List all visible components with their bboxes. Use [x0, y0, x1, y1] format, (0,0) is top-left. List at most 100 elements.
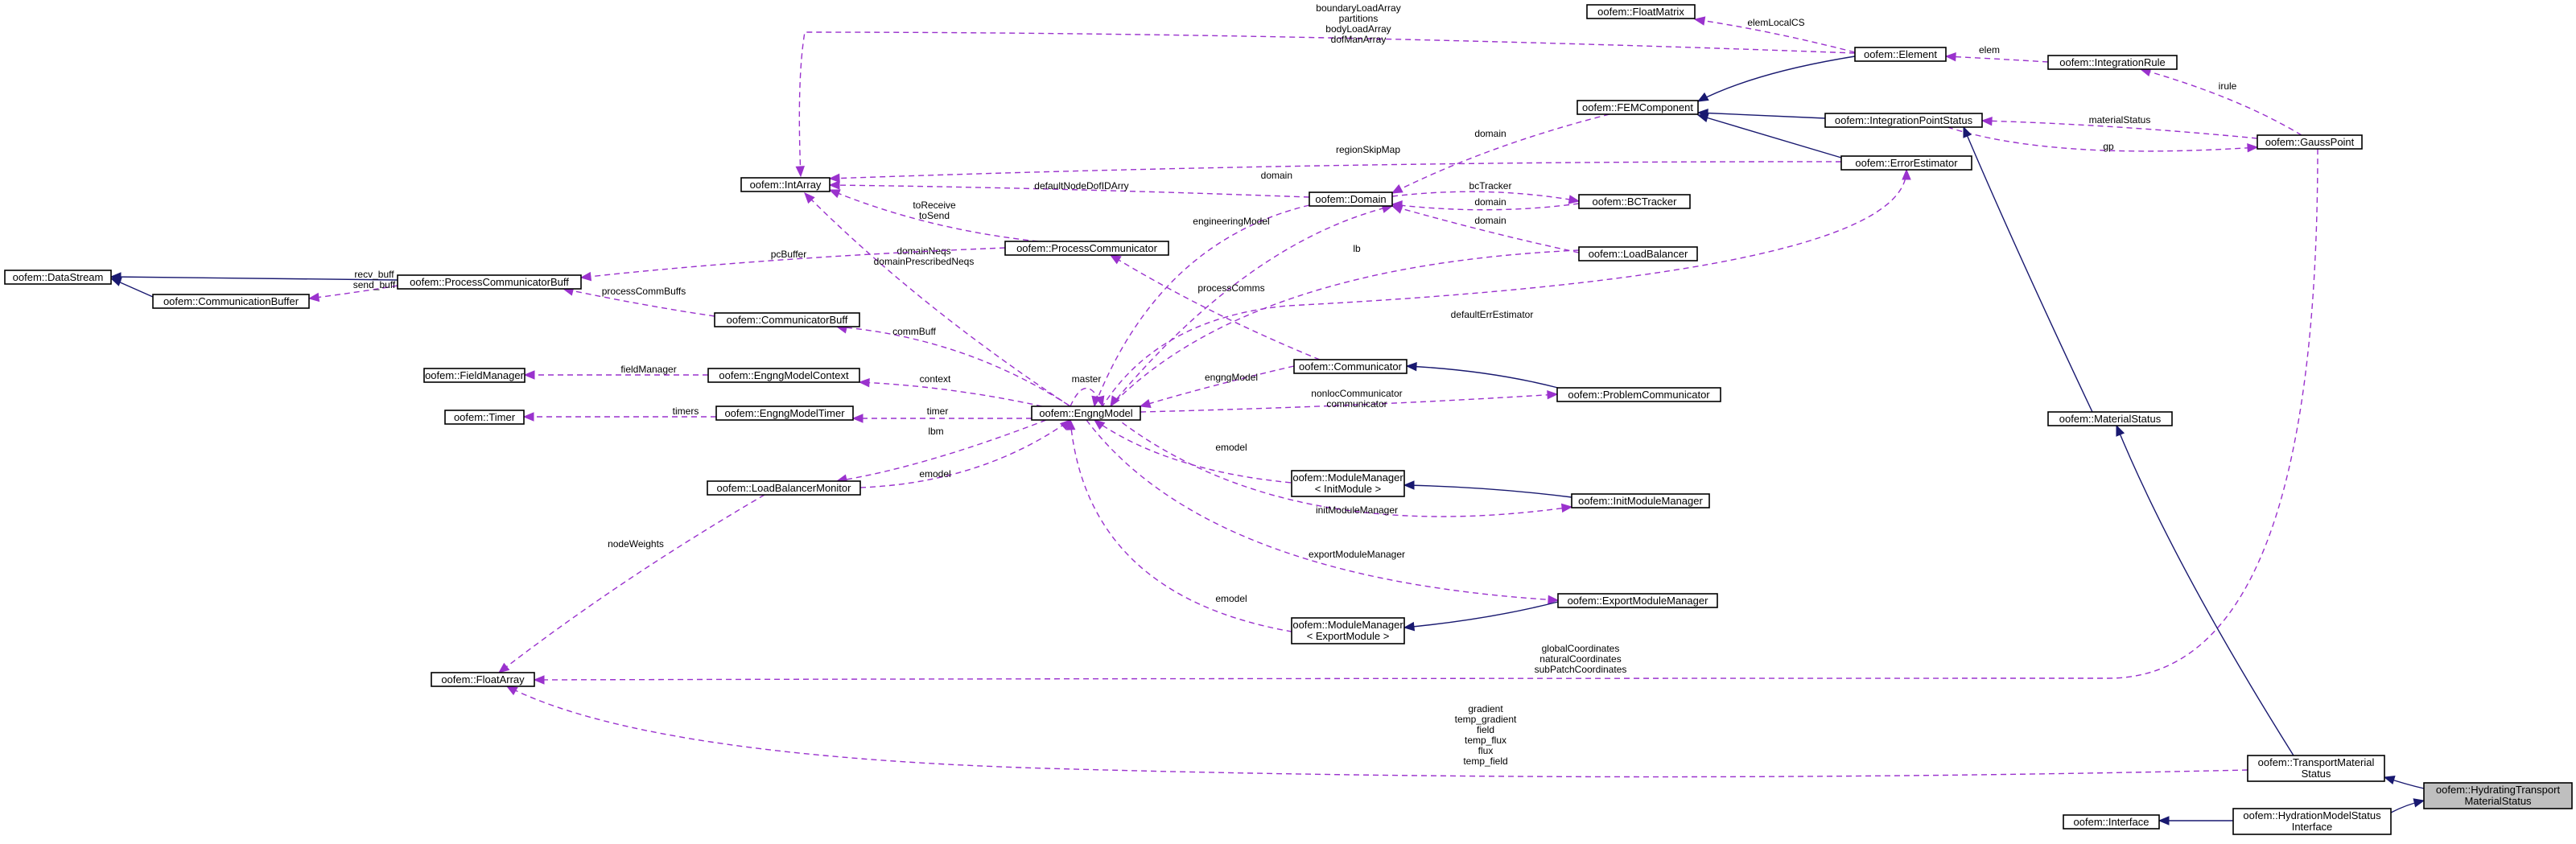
class-name: oofem::TransportMaterial: [2258, 756, 2375, 768]
class-name: MaterialStatus: [2464, 795, 2532, 807]
inheritance-arrowhead: [1696, 113, 1709, 123]
class-node-lbmonitor[interactable]: oofem::LoadBalancerMonitor: [707, 480, 861, 496]
class-box: [1840, 155, 1972, 171]
usage-line: [1110, 205, 1393, 407]
edge-mmi-imm: [1403, 480, 1572, 498]
class-node-intarray[interactable]: oofem::IntArray: [740, 177, 831, 192]
usage-arrowhead: [851, 414, 863, 423]
edge-cbuff-em: commBuff: [835, 324, 1071, 407]
edge-label: toReceive: [913, 200, 956, 211]
class-node-mm_export[interactable]: oofem::ModuleManager< ExportModule >: [1291, 617, 1405, 644]
class-node-procomm[interactable]: oofem::ProcessCommunicator: [1004, 241, 1169, 256]
edge-bct-dom: bcTracker: [1391, 180, 1581, 204]
class-name: oofem::LoadBalancer: [1589, 248, 1688, 260]
class-node-engngtimer[interactable]: oofem::EngngModelTimer: [715, 406, 854, 421]
usage-arrowhead: [523, 370, 535, 380]
class-box: [2063, 814, 2160, 830]
class-node-exportmm[interactable]: oofem::ExportModuleManager: [1557, 593, 1718, 608]
class-name: oofem::Element: [1864, 48, 1937, 60]
usage-arrowhead: [1093, 419, 1106, 430]
class-node-engngctx[interactable]: oofem::EngngModelContext: [707, 368, 860, 383]
class-node-domain[interactable]: oofem::Domain: [1309, 191, 1393, 207]
edge-label: regionSkipMap: [1336, 144, 1400, 155]
class-box: [1293, 359, 1408, 374]
edge-tms-fa: gradienttemp_gradientfieldtemp_fluxfluxt…: [505, 685, 2248, 778]
class-node-pcbuff[interactable]: oofem::ProcessCommunicatorBuff: [397, 274, 582, 290]
class-node-engngmodel[interactable]: oofem::EngngModel: [1031, 406, 1141, 421]
class-node-combuff[interactable]: oofem::CommunicatorBuff: [714, 312, 860, 327]
class-node-problemcomm[interactable]: oofem::ProblemCommunicator: [1556, 387, 1721, 402]
edge-cb-ds: [109, 278, 154, 298]
edge-label: master: [1072, 373, 1102, 385]
class-box: [1004, 241, 1169, 256]
class-node-datastream[interactable]: oofem::DataStream: [4, 270, 112, 285]
usage-arrowhead: [1902, 168, 1911, 180]
edge-fem-dom: domain: [1391, 113, 1610, 194]
edge-dom-bct: domain: [1391, 196, 1580, 211]
edge-label: context: [920, 373, 951, 385]
class-name: oofem::HydrationModelStatus: [2243, 809, 2381, 821]
inheritance-arrowhead: [109, 272, 122, 282]
edge-label: temp_field: [1463, 755, 1507, 767]
usage-line: [1070, 419, 1292, 632]
edge-ips-gp: materialStatus: [1980, 114, 2258, 139]
usage-arrowhead: [307, 292, 320, 303]
usage-line: [798, 31, 1856, 177]
edge-mme-emm: [1403, 601, 1559, 632]
class-name: oofem::ModuleManager: [1292, 619, 1403, 631]
class-node-bctracker[interactable]: oofem::BCTracker: [1578, 194, 1691, 209]
edge-elem-ir: elem: [1944, 44, 2049, 63]
class-box: [2257, 134, 2363, 150]
usage-line: [836, 419, 1047, 482]
usage-arrowhead: [579, 271, 592, 282]
usage-line: [829, 189, 1039, 242]
usage-line: [1391, 113, 1610, 194]
class-box: [1557, 593, 1718, 608]
usage-arrowhead: [1547, 389, 1559, 400]
class-name: oofem::DataStream: [13, 271, 104, 283]
class-node-ipstatus[interactable]: oofem::IntegrationPointStatus: [1824, 113, 1983, 128]
class-node-timer[interactable]: oofem::Timer: [444, 410, 525, 425]
edge-label: subPatchCoordinates: [1535, 664, 1627, 675]
class-node-fieldmanager[interactable]: oofem::FieldManager: [423, 368, 526, 383]
class-node-commbuffer[interactable]: oofem::CommunicationBuffer: [152, 294, 310, 309]
edge-timer-et: timers: [522, 406, 716, 422]
class-name: oofem::ModuleManager: [1292, 471, 1403, 484]
class-node-intrule[interactable]: oofem::IntegrationRule: [2047, 55, 2178, 70]
inheritance-line: [2116, 425, 2294, 756]
class-name: oofem::FieldManager: [425, 369, 525, 381]
class-node-gausspoint[interactable]: oofem::GaussPoint: [2257, 134, 2363, 150]
class-node-element[interactable]: oofem::Element: [1854, 47, 1947, 62]
class-name: oofem::EngngModel: [1039, 407, 1132, 419]
class-node-initmm[interactable]: oofem::InitModuleManager: [1571, 493, 1710, 508]
class-node-femcomponent[interactable]: oofem::FEMComponent: [1577, 100, 1699, 115]
edge-hm-htms: [2390, 798, 2426, 813]
class-node-matstatus[interactable]: oofem::MaterialStatus: [2047, 411, 2173, 426]
edge-err-em: defaultErrEstimator: [1102, 168, 1911, 407]
edge-label: dofManArray: [1331, 34, 1387, 45]
usage-arrowhead: [1110, 395, 1120, 408]
class-node-interface[interactable]: oofem::Interface: [2063, 814, 2160, 830]
edge-tms-htms: [2383, 776, 2425, 789]
class-node-communicator[interactable]: oofem::Communicator: [1293, 359, 1408, 374]
class-name: oofem::Communicator: [1299, 360, 1403, 373]
class-box: [714, 312, 860, 327]
class-name: oofem::ProcessCommunicator: [1016, 242, 1158, 254]
usage-line: [1140, 393, 1558, 413]
edge-ir-gp: irule: [2139, 68, 2302, 136]
edge-label: defaultNodeDofIDArry: [1034, 180, 1128, 191]
class-node-errest[interactable]: oofem::ErrorEstimator: [1840, 155, 1972, 171]
edge-label: lb: [1353, 243, 1361, 254]
edge-fm-elem: elemLocalCS: [1693, 16, 1856, 53]
class-node-floatmatrix[interactable]: oofem::FloatMatrix: [1586, 4, 1696, 19]
usage-line: [1110, 249, 1580, 407]
edge-em-mmi: emodel: [1093, 419, 1292, 484]
class-name: oofem::FloatArray: [441, 673, 525, 685]
class-node-mm_init[interactable]: oofem::ModuleManager< InitModule >: [1291, 470, 1405, 497]
class-node-loadbalancer[interactable]: oofem::LoadBalancer: [1578, 246, 1698, 261]
class-node-floatarray[interactable]: oofem::FloatArray: [431, 672, 535, 687]
